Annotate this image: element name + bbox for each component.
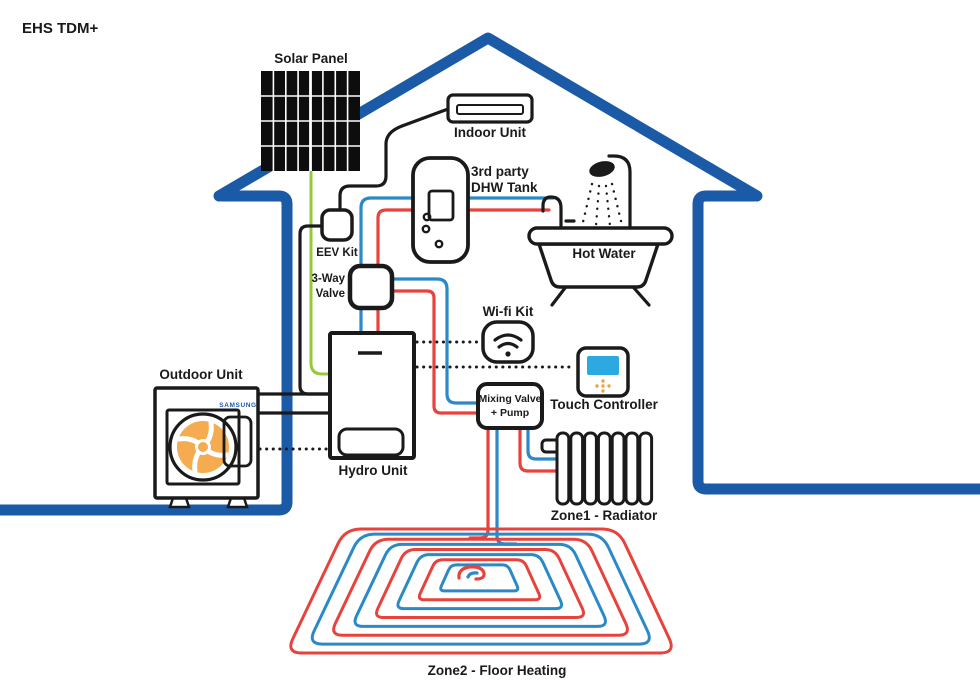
touch-controller-label: Touch Controller xyxy=(550,397,658,412)
hydro-tray xyxy=(337,427,405,457)
fan-ring xyxy=(168,412,238,482)
wifi-icon xyxy=(493,333,523,357)
coil-hook-red xyxy=(457,565,486,581)
shower-water-dots xyxy=(594,184,601,228)
eev-kit xyxy=(320,208,354,242)
outdoor-side-panel xyxy=(222,415,253,468)
tub-leg-right xyxy=(632,286,651,307)
bath-pipe-red xyxy=(376,208,551,337)
mixing-valve-label-1: Mixing Valve xyxy=(478,393,541,405)
bathtub xyxy=(527,154,674,307)
page-title: EHS TDM+ xyxy=(22,20,99,37)
piping xyxy=(255,107,577,546)
zone2-label: Zone2 - Floor Heating xyxy=(428,663,567,678)
floor-coil-ring xyxy=(310,532,651,646)
indoor-unit-label: Indoor Unit xyxy=(454,125,526,140)
outdoor-unit: SAMSUNG xyxy=(153,386,260,509)
nav-dots-icon xyxy=(595,379,611,393)
samsung-logo: SAMSUNG xyxy=(219,402,256,409)
mixing-valve-label-2: + Pump xyxy=(491,407,529,419)
three-way-valve-label-1: 3-Way xyxy=(312,273,346,285)
solar-panel-grid xyxy=(261,71,360,171)
mixing-valve-pump: Mixing Valve + Pump xyxy=(476,382,544,430)
labels: EHS TDM+ Solar Panel Indoor Unit 3rd par… xyxy=(22,20,659,678)
left-wall-ground-line xyxy=(0,190,293,516)
floor-pipe-blue xyxy=(495,426,518,546)
floor-coil-ring xyxy=(396,553,564,611)
radiator-pipe-blue xyxy=(526,426,562,461)
three-way-valve-label-2: Valve xyxy=(316,288,345,300)
right-wall-ground-line xyxy=(692,190,980,495)
touch-controller xyxy=(576,346,630,398)
fan-icon xyxy=(176,420,230,474)
screen-icon xyxy=(587,356,619,375)
solar-feed-line xyxy=(309,169,336,376)
outdoor-unit-label: Outdoor Unit xyxy=(159,367,243,382)
dhw-tank xyxy=(411,156,470,264)
floor-coil-ring xyxy=(353,542,607,628)
hot-water-label: Hot Water xyxy=(572,246,636,261)
floor-coil-ring xyxy=(332,537,629,637)
wifi-kit-label: Wi-fi Kit xyxy=(483,304,534,319)
fan-frame xyxy=(165,408,241,486)
eev-kit-label: EEV Kit xyxy=(316,247,358,259)
shower-water-dots xyxy=(604,184,612,228)
shower-head-icon xyxy=(589,161,615,177)
coil-hook-blue xyxy=(466,571,479,579)
bath-faucet-icon xyxy=(541,195,563,231)
hydro-unit-label: Hydro Unit xyxy=(339,463,409,478)
floor-heating-spiral xyxy=(289,527,673,655)
tub-body xyxy=(536,242,661,289)
floor-pipe-red xyxy=(468,426,490,540)
zone1-label: Zone1 - Radiator xyxy=(551,508,658,523)
bath-pipe-blue xyxy=(359,196,555,337)
indoor-to-eev-line xyxy=(338,107,450,216)
shower-water-dots xyxy=(581,182,594,224)
tub-leg-left xyxy=(550,286,567,307)
floor-coil-ring xyxy=(417,558,542,602)
indoor-unit xyxy=(446,93,534,124)
wifi-kit xyxy=(481,320,535,364)
floor-coil-ring xyxy=(289,527,673,655)
tank-panel xyxy=(427,189,455,222)
radiator-pipe-red xyxy=(518,426,562,473)
floor-heating-center-hook xyxy=(457,565,486,581)
shower-water-dots xyxy=(610,182,623,223)
valve-mixing-pipe-red xyxy=(388,289,482,415)
solar-panel xyxy=(261,71,360,171)
valve-mixing-pipe-blue xyxy=(388,277,482,405)
shower-pipe xyxy=(607,154,632,231)
three-way-valve xyxy=(347,263,395,311)
dhw-tank-label-1: 3rd party xyxy=(471,164,529,179)
radiator xyxy=(540,431,654,506)
dhw-tank-label-2: DHW Tank xyxy=(471,180,538,195)
floor-coil-ring xyxy=(375,548,586,619)
tub-rim xyxy=(527,226,674,246)
hydro-unit xyxy=(328,331,416,460)
solar-panel-label: Solar Panel xyxy=(274,51,348,66)
floor-coil-ring xyxy=(439,563,520,593)
